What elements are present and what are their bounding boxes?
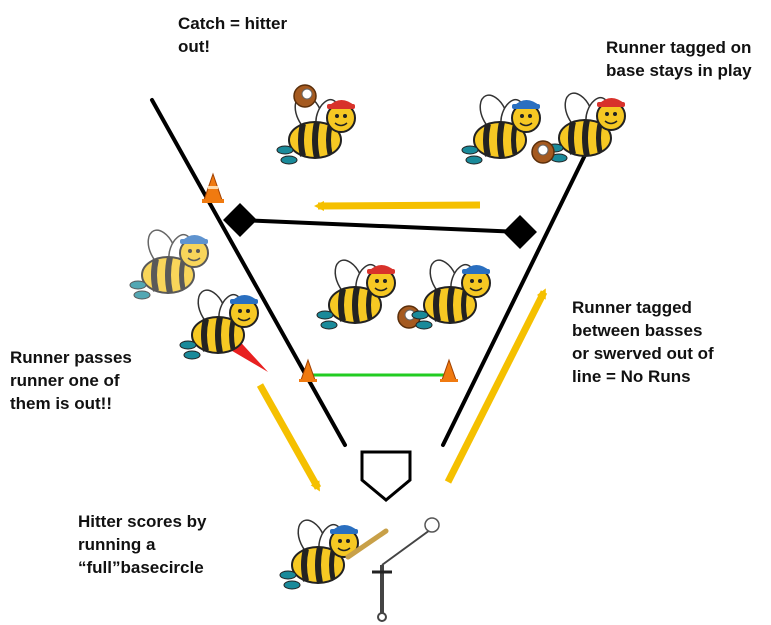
passes-label: Runner passes runner one of them is out!…	[10, 346, 132, 415]
tagged-between-line: line = No Runs	[572, 367, 691, 386]
hitter-scores-line: “full”basecircle	[78, 558, 204, 577]
catch-label-line: Catch = hitter	[178, 14, 288, 33]
arrow-down	[256, 383, 322, 492]
base-icon	[503, 215, 537, 249]
ball-icon	[424, 517, 440, 533]
base-icon	[223, 203, 257, 237]
tagged-on-base-line: base stays in play	[606, 61, 752, 80]
passes-line: runner one of	[10, 371, 120, 390]
bee-fielder-icon	[277, 84, 355, 164]
batting-tee-icon	[372, 529, 431, 622]
hitter-scores-label: Hitter scores by running a “full”basecir…	[78, 510, 207, 579]
cone-icon	[202, 172, 224, 203]
bee-runner-icon	[130, 226, 208, 299]
field-outline	[150, 98, 613, 447]
hitter-scores-line: Hitter scores by	[78, 512, 207, 531]
bee-runner-icon	[412, 256, 490, 329]
tagged-between-line: Runner tagged	[572, 298, 692, 317]
arrow-left	[314, 200, 481, 211]
run-arrows	[256, 200, 548, 492]
bee-fielder-icon	[317, 256, 421, 329]
home-plate-icon	[360, 450, 412, 502]
bee-fielder-icon	[531, 89, 625, 163]
bee-batter-icon	[280, 516, 389, 589]
cone-icon	[440, 358, 458, 382]
cone-icon	[299, 358, 317, 382]
hitter-scores-line: running a	[78, 535, 156, 554]
tagged-on-base-label: Runner tagged on base stays in play	[606, 36, 752, 82]
tagged-between-label: Runner tagged between basses or swerved …	[572, 296, 714, 388]
bee-runner-icon	[462, 91, 540, 164]
passes-line: them is out!!	[10, 394, 112, 413]
tagged-between-line: or swerved out of	[572, 344, 714, 363]
passes-line: Runner passes	[10, 348, 132, 367]
catch-label: Catch = hitter out!	[178, 12, 287, 58]
arrow-up	[444, 288, 548, 484]
tagged-on-base-line: Runner tagged on	[606, 38, 752, 57]
tagged-between-line: between basses	[572, 321, 703, 340]
bee-runner-icon	[180, 286, 258, 359]
catch-label-line: out!	[178, 37, 211, 56]
